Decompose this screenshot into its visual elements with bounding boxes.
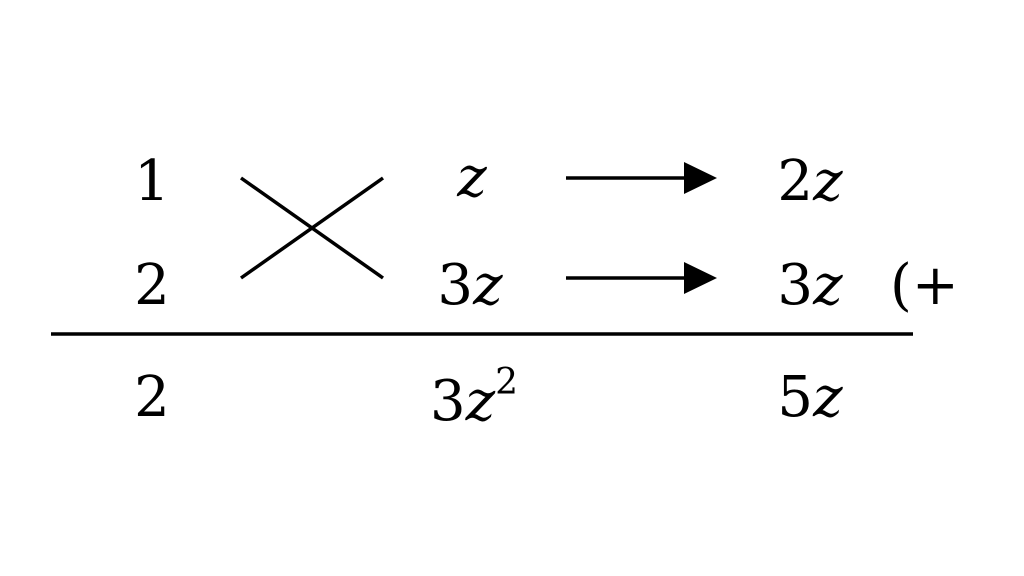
row2-note: (+ xyxy=(890,253,959,318)
arrow-row-2-head xyxy=(684,262,717,294)
row2-term-coef: 3 xyxy=(437,253,473,318)
row1-term: z xyxy=(456,145,487,210)
total-result-coef: 5 xyxy=(777,365,813,430)
row1-term-var: z xyxy=(456,145,487,210)
row2-result: 3z xyxy=(777,253,843,318)
row1-result-coef: 2 xyxy=(777,149,813,214)
total-result: 5z xyxy=(777,365,843,430)
row2-term-var: z xyxy=(472,253,503,318)
row1-result-var: z xyxy=(812,149,843,214)
row1-coef: 1 xyxy=(134,149,170,214)
total-middle-var: z xyxy=(465,369,496,434)
arrow-row-1-head xyxy=(684,162,717,194)
row1-result: 2z xyxy=(777,149,843,214)
total-result-var: z xyxy=(812,365,843,430)
total-middle-coef: 3 xyxy=(430,369,466,434)
total-coef: 2 xyxy=(134,365,170,430)
row2-coef: 2 xyxy=(134,253,170,318)
total-middle-exp: 2 xyxy=(495,362,518,403)
row2-result-coef: 3 xyxy=(777,253,813,318)
arrow-row-1 xyxy=(566,162,717,194)
total-middle: 3z2 xyxy=(430,362,518,434)
row2-term: 3z xyxy=(437,253,503,318)
cross-mark xyxy=(239,176,385,280)
row2-result-var: z xyxy=(812,253,843,318)
arrow-row-2 xyxy=(566,262,717,294)
cross-line-up xyxy=(239,176,385,280)
